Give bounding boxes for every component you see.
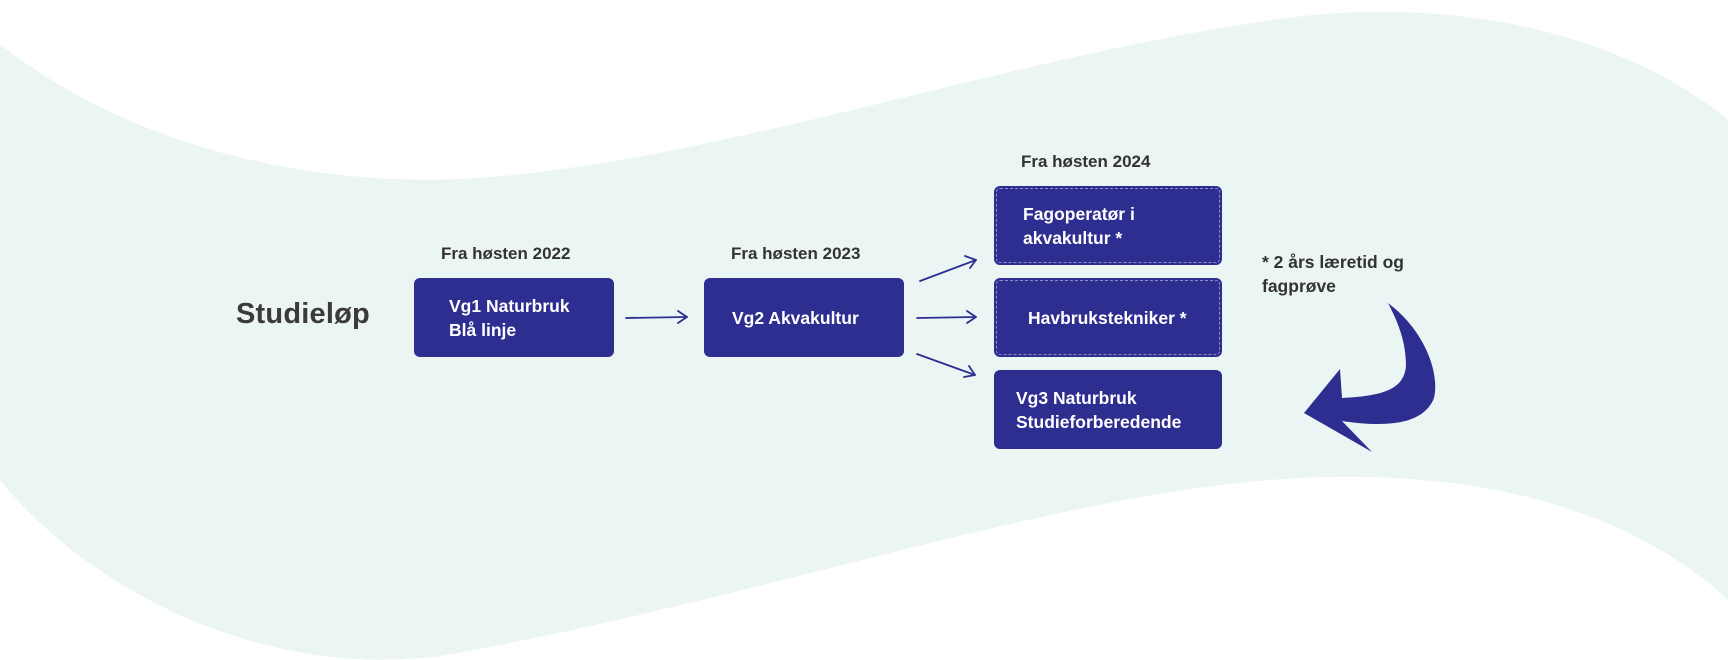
box-vg2-akvakultur: Vg2 Akvakultur [704, 278, 904, 357]
column-label-2022: Fra høsten 2022 [441, 244, 571, 263]
footnote: * 2 års læretid og fagprøve [1262, 250, 1404, 298]
arrow-vg1-to-vg2 [625, 310, 688, 324]
box-fagoperator: Fagoperatør i akvakultur * [994, 186, 1222, 265]
curved-arrow-icon [1304, 303, 1436, 452]
diagram-title: Studieløp [236, 298, 370, 330]
arrow-vg2-to-vg3 [916, 353, 976, 378]
column-label-2024: Fra høsten 2024 [1021, 152, 1151, 171]
box-havbrukstekniker: Havbrukstekniker * [994, 278, 1222, 357]
column-label-2023: Fra høsten 2023 [731, 244, 861, 263]
arrow-vg2-to-havbrukstekniker [916, 310, 977, 324]
box-vg3-line2: Studieforberedende [1016, 411, 1182, 432]
box-fagoperator-line2: akvakultur * [1023, 227, 1123, 248]
box-vg1-line2: Blå linje [449, 319, 517, 340]
box-vg1-line1: Vg1 Naturbruk [449, 295, 570, 316]
box-vg1-naturbruk: Vg1 Naturbruk Blå linje [414, 278, 614, 357]
arrow-vg2-to-fagoperator [919, 255, 977, 282]
box-vg2-line1: Vg2 Akvakultur [732, 307, 859, 328]
footnote-line2: fagprøve [1262, 276, 1336, 296]
box-vg3-naturbruk: Vg3 Naturbruk Studieforberedende [994, 370, 1222, 449]
box-havbruk-line1: Havbrukstekniker * [1028, 307, 1187, 328]
box-vg3-line1: Vg3 Naturbruk [1016, 387, 1137, 408]
footnote-line1: * 2 års læretid og [1262, 252, 1404, 272]
box-fagoperator-line1: Fagoperatør i [1023, 203, 1135, 224]
